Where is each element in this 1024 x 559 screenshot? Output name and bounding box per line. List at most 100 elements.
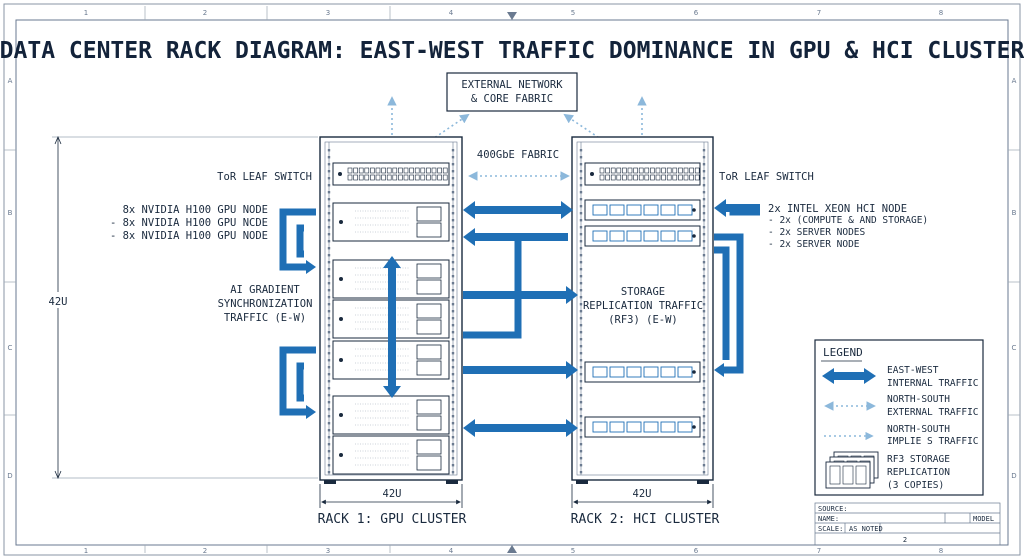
rack1-tor-port: [358, 167, 364, 174]
rack1-tor-port: [386, 167, 392, 174]
rack2-node-drive-bay: [677, 204, 693, 216]
rack1-node-drive-bay: [416, 222, 442, 238]
rack2-traffic-line-1: STORAGE: [621, 286, 665, 298]
rack1-rail-hole: [451, 310, 455, 313]
rack2-tor-port: [689, 174, 694, 181]
rack2-rail-hole: [579, 191, 583, 194]
rack2-rail-hole: [702, 219, 706, 222]
rack2-rail-hole: [579, 450, 583, 453]
grid-col-top-4: 4: [449, 9, 454, 17]
rack2-rail-hole: [579, 275, 583, 278]
rack1-rail-hole: [327, 163, 331, 166]
rack1-tor-port: [442, 167, 448, 174]
rack1-rail-hole: [327, 310, 331, 313]
rack2-rail-hole: [702, 338, 706, 341]
rack1-node-led: [339, 220, 343, 224]
rack2-rail-hole: [579, 345, 583, 348]
ew-arrow-row-1: [463, 201, 573, 219]
grid-col-bottom-6: 6: [694, 547, 699, 555]
rack2-node-drive-bay: [660, 204, 676, 216]
rack1-rail-hole: [451, 240, 455, 243]
rack1-node-drive-bay: [416, 360, 442, 376]
rack2-tor-port: [678, 174, 683, 181]
rack1-rail-hole: [451, 170, 455, 173]
ew-arrow-row-4: [463, 361, 578, 379]
grid-row-left-C: C: [8, 344, 13, 352]
center-mark-top: [507, 12, 517, 20]
rack1-rail-hole: [327, 457, 331, 460]
grid-col-top-3: 3: [326, 9, 330, 17]
rack1-tor-port: [353, 167, 358, 174]
rack1-rail-hole: [327, 219, 331, 222]
rack2-rail-hole: [702, 149, 706, 152]
legend-item-2-line-1: NORTH-SOUTH: [887, 394, 950, 405]
rack2-rail-hole: [579, 219, 583, 222]
legend-item-4-line-1: RF3 STORAGE: [887, 454, 950, 465]
rack-2: [571, 136, 714, 484]
rack2-rail-hole: [702, 464, 706, 467]
rack1-rail-hole: [327, 401, 331, 404]
rack1-rail-hole: [451, 163, 455, 166]
rack2-rail-hole: [579, 338, 583, 341]
rf3-copy-drive: [855, 465, 867, 485]
rack1-rail-hole: [451, 387, 455, 390]
rack2-rail-hole: [579, 408, 583, 411]
rack2-rail-hole: [702, 289, 706, 292]
rack1-rail-hole: [327, 324, 331, 327]
rack2-node-drive-bay: [626, 366, 642, 378]
rack2-traffic-line-3: (RF3) (E-W): [608, 314, 678, 326]
rack2-rail-hole: [579, 387, 583, 390]
rack2-rail-hole: [579, 457, 583, 460]
rack2-node-drive-bay: [643, 204, 659, 216]
title-block-scale-label: SCALE:: [818, 525, 843, 533]
rack2-node-drive-bay: [677, 366, 693, 378]
rack2-node-line-2: - 2x (COMPUTE & AND STORAGE): [768, 215, 928, 226]
rack2-rail-hole: [579, 366, 583, 369]
legend: LEGEND EAST-WEST INTERNAL TRAFFIC NORTH-…: [814, 339, 984, 496]
rack1-rail-hole: [451, 198, 455, 201]
rack1-rail-hole: [327, 450, 331, 453]
rack2-rail-hole: [579, 289, 583, 292]
rack1-foot: [446, 480, 458, 484]
rack1-tor-port: [375, 174, 381, 181]
rack2-foot: [576, 480, 588, 484]
rack1-node-drive-bay: [416, 263, 442, 279]
rack2-node-3: [584, 361, 701, 383]
rack1-rail-hole: [451, 415, 455, 418]
legend-item-2-line-2: EXTERNAL TRAFFIC: [887, 407, 979, 418]
rack1-tor-port: [364, 167, 370, 174]
rack1-node-chassis: [332, 395, 450, 435]
rack2-loop-inner: [714, 246, 730, 360]
rack1-rail-hole: [327, 226, 331, 229]
rack2-tor-port: [672, 174, 678, 181]
rack1-rail-hole: [451, 366, 455, 369]
rack1-width-bg: [372, 486, 412, 500]
diagram-title: DATA CENTER RACK DIAGRAM: EAST-WEST TRAF…: [0, 38, 1024, 64]
gradient-sync-vertical-arrow: [383, 256, 401, 398]
rack2-node-drive-bay: [677, 421, 693, 433]
rack2-tor-port: [655, 174, 661, 181]
rack1-rail-hole: [451, 219, 455, 222]
rack2-width-dimension: [571, 484, 714, 508]
rack1-rail-hole: [451, 212, 455, 215]
rack1-tor-port: [381, 174, 386, 181]
rack1-rail-hole: [451, 450, 455, 453]
rack2-node-drive-bay: [592, 366, 608, 378]
rack1-node-drive-bay: [416, 439, 442, 455]
rack1-rail-hole: [327, 205, 331, 208]
rack1-rail-hole: [327, 177, 331, 180]
rack2-tor-port: [683, 174, 689, 181]
rack2-node-drive-bay: [592, 230, 608, 242]
rack2-tor-port: [622, 167, 627, 174]
rack2-node-led: [692, 234, 696, 238]
rack1-node-chassis: [332, 435, 450, 475]
rack2-tor-port: [616, 174, 622, 181]
rack1-rail-hole: [327, 415, 331, 418]
rack2-width-bg: [622, 486, 662, 500]
ns-arrow-rack1-core: [401, 113, 470, 161]
rack1-rail-hole: [451, 296, 455, 299]
rack2-rail-hole: [579, 331, 583, 334]
rack1-rail-hole: [327, 212, 331, 215]
rack1-node-led: [339, 413, 343, 417]
rack1-tor-port: [347, 174, 353, 181]
